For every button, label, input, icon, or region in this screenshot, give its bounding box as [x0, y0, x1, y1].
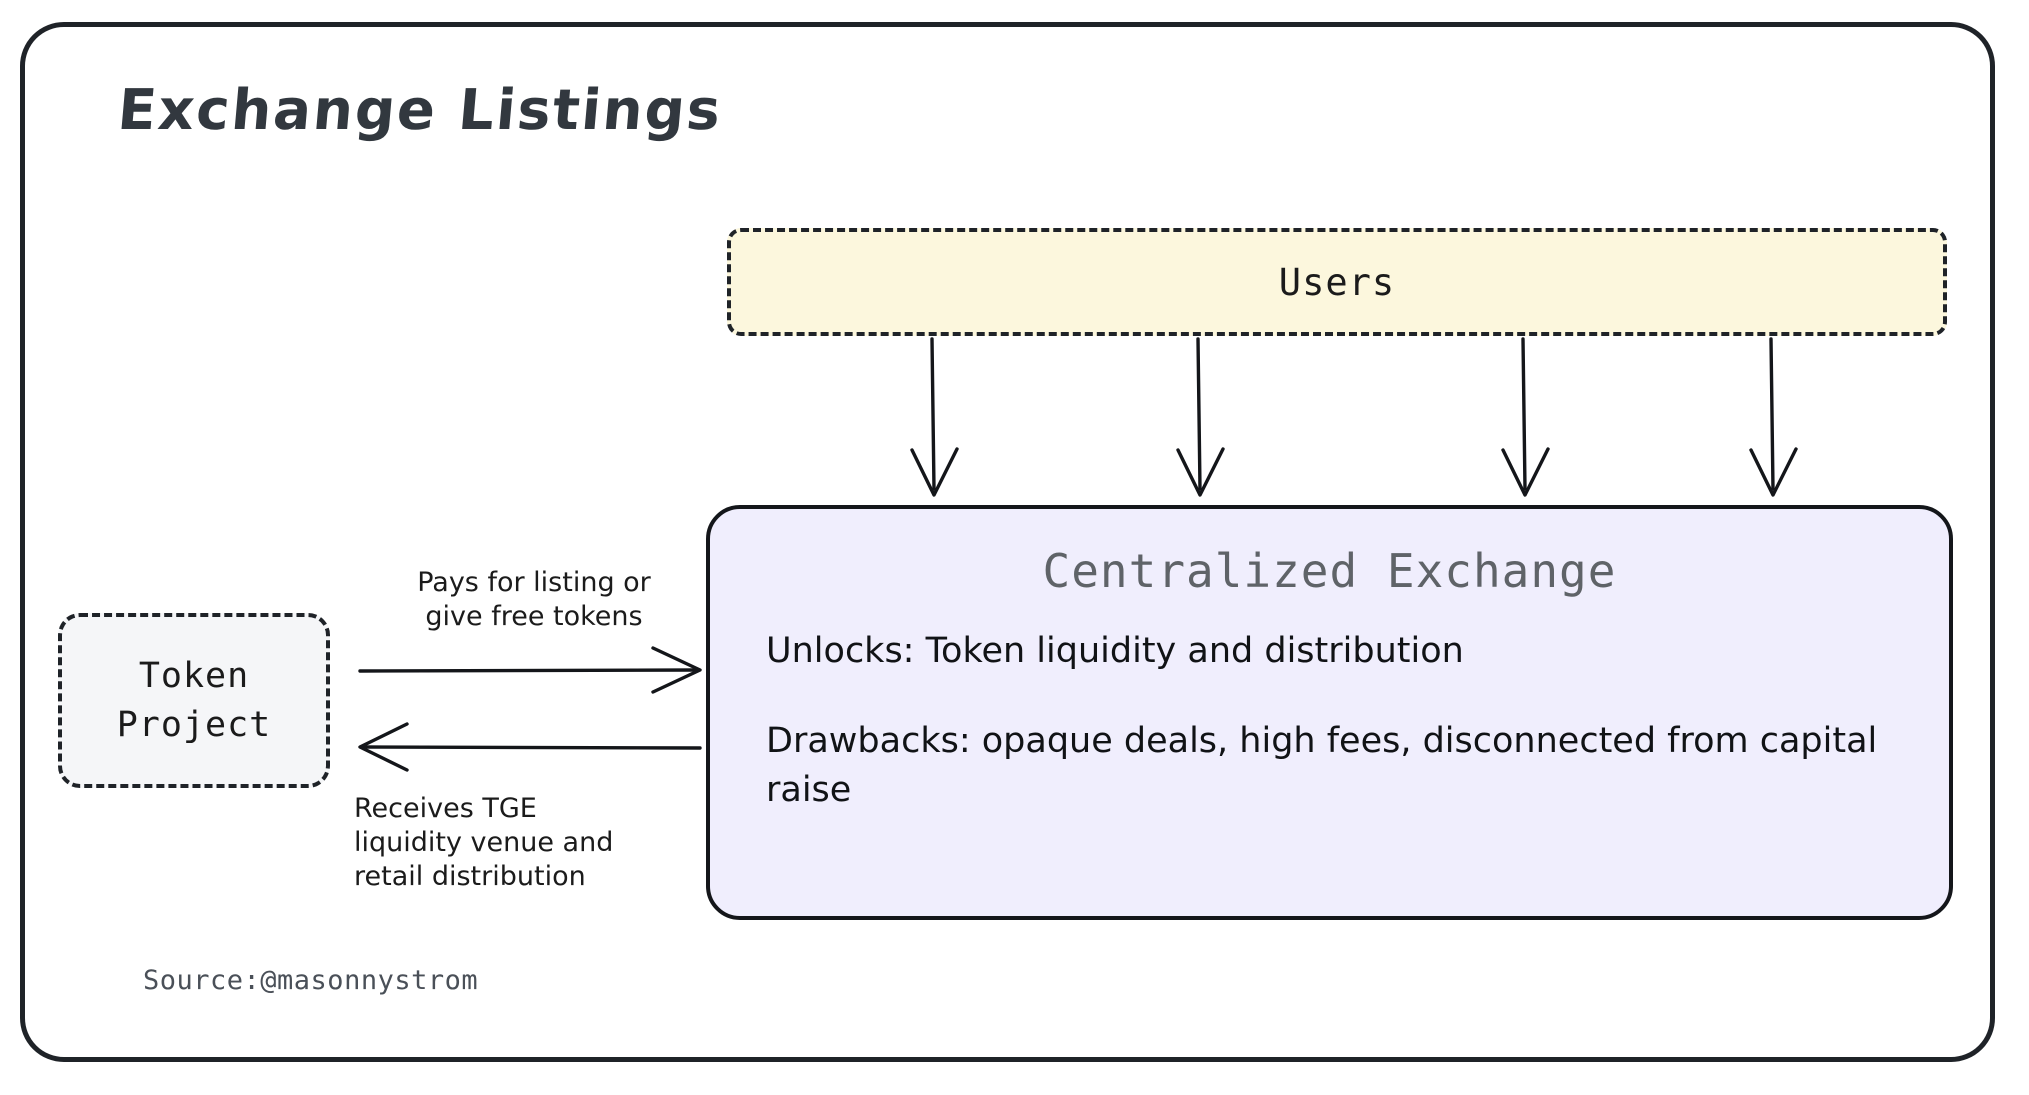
node-centralized-exchange-body: Unlocks: Token liquidity and distributio… — [766, 627, 1909, 816]
page-title: Exchange Listings — [115, 78, 725, 143]
diagram-frame — [20, 22, 1995, 1062]
exchange-unlocks-text: Unlocks: Token liquidity and distributio… — [766, 631, 1464, 671]
source-note: Source:@masonnystrom — [143, 965, 479, 996]
node-centralized-exchange[interactable]: Centralized Exchange Unlocks: Token liqu… — [706, 505, 1953, 920]
node-token-project-label-line2: Project — [116, 704, 272, 745]
edge-label-pays-for-listing: Pays for listing or give free tokens — [417, 567, 651, 633]
edge-label-receives-tge: Receives TGE liquidity venue and retail … — [354, 793, 614, 893]
exchange-drawbacks-text: Drawbacks: opaque deals, high fees, disc… — [766, 720, 1878, 811]
node-token-project[interactable]: Token Project — [58, 613, 330, 788]
node-users[interactable]: Users — [727, 228, 1947, 336]
node-token-project-label-line1: Token — [138, 655, 250, 696]
node-centralized-exchange-title: Centralized Exchange — [1042, 544, 1617, 598]
node-users-label: Users — [1278, 260, 1396, 304]
